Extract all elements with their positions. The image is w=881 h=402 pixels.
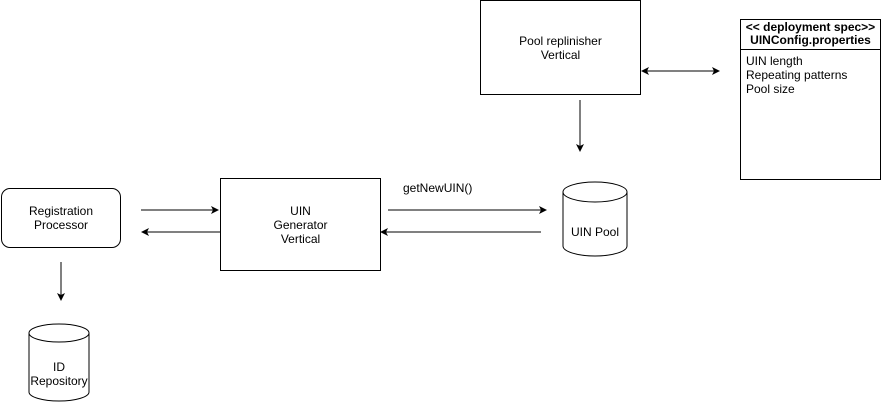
uin-generator-vertical-node: UIN Generator Vertical xyxy=(220,178,381,271)
uin-pool-label: UIN Pool xyxy=(563,225,627,239)
spec-property-repeating-patterns: Repeating patterns xyxy=(746,68,848,82)
id-repository-label: ID Repository xyxy=(29,360,89,388)
deployment-spec-stereotype: << deployment spec>> xyxy=(745,20,876,34)
registration-processor-label-line-1: Registration xyxy=(28,204,94,218)
uin-pool-cylinder xyxy=(562,181,628,257)
uin-generator-label-line-1: UIN xyxy=(290,203,311,218)
registration-processor-node: Registration Processor xyxy=(1,188,121,248)
deployment-spec-box: << deployment spec>> UINConfig.propertie… xyxy=(740,19,881,180)
deployment-spec-title: UINConfig.properties xyxy=(750,33,871,47)
spec-property-pool-size: Pool size xyxy=(746,82,795,96)
registration-processor-label-line-2: Processor xyxy=(33,218,89,232)
deployment-spec-properties: UIN length Repeating patterns Pool size xyxy=(741,50,880,100)
get-new-uin-label: getNewUIN() xyxy=(403,181,473,195)
id-repository-label-line-2: Repository xyxy=(30,374,88,388)
deployment-spec-header: << deployment spec>> UINConfig.propertie… xyxy=(741,20,880,50)
pool-replinisher-label-line-2: Vertical xyxy=(540,47,581,62)
uin-generator-label-line-3: Vertical xyxy=(280,231,321,246)
spec-property-uin-length: UIN length xyxy=(746,54,803,68)
uin-pool-label-text: UIN Pool xyxy=(570,225,620,239)
uin-generator-label-line-2: Generator xyxy=(273,217,328,232)
pool-replinisher-vertical-node: Pool replinisher Vertical xyxy=(480,0,641,95)
id-repository-cylinder xyxy=(28,323,90,402)
id-repository-label-line-1: ID xyxy=(53,360,65,374)
pool-replinisher-label-line-1: Pool replinisher xyxy=(519,33,602,48)
